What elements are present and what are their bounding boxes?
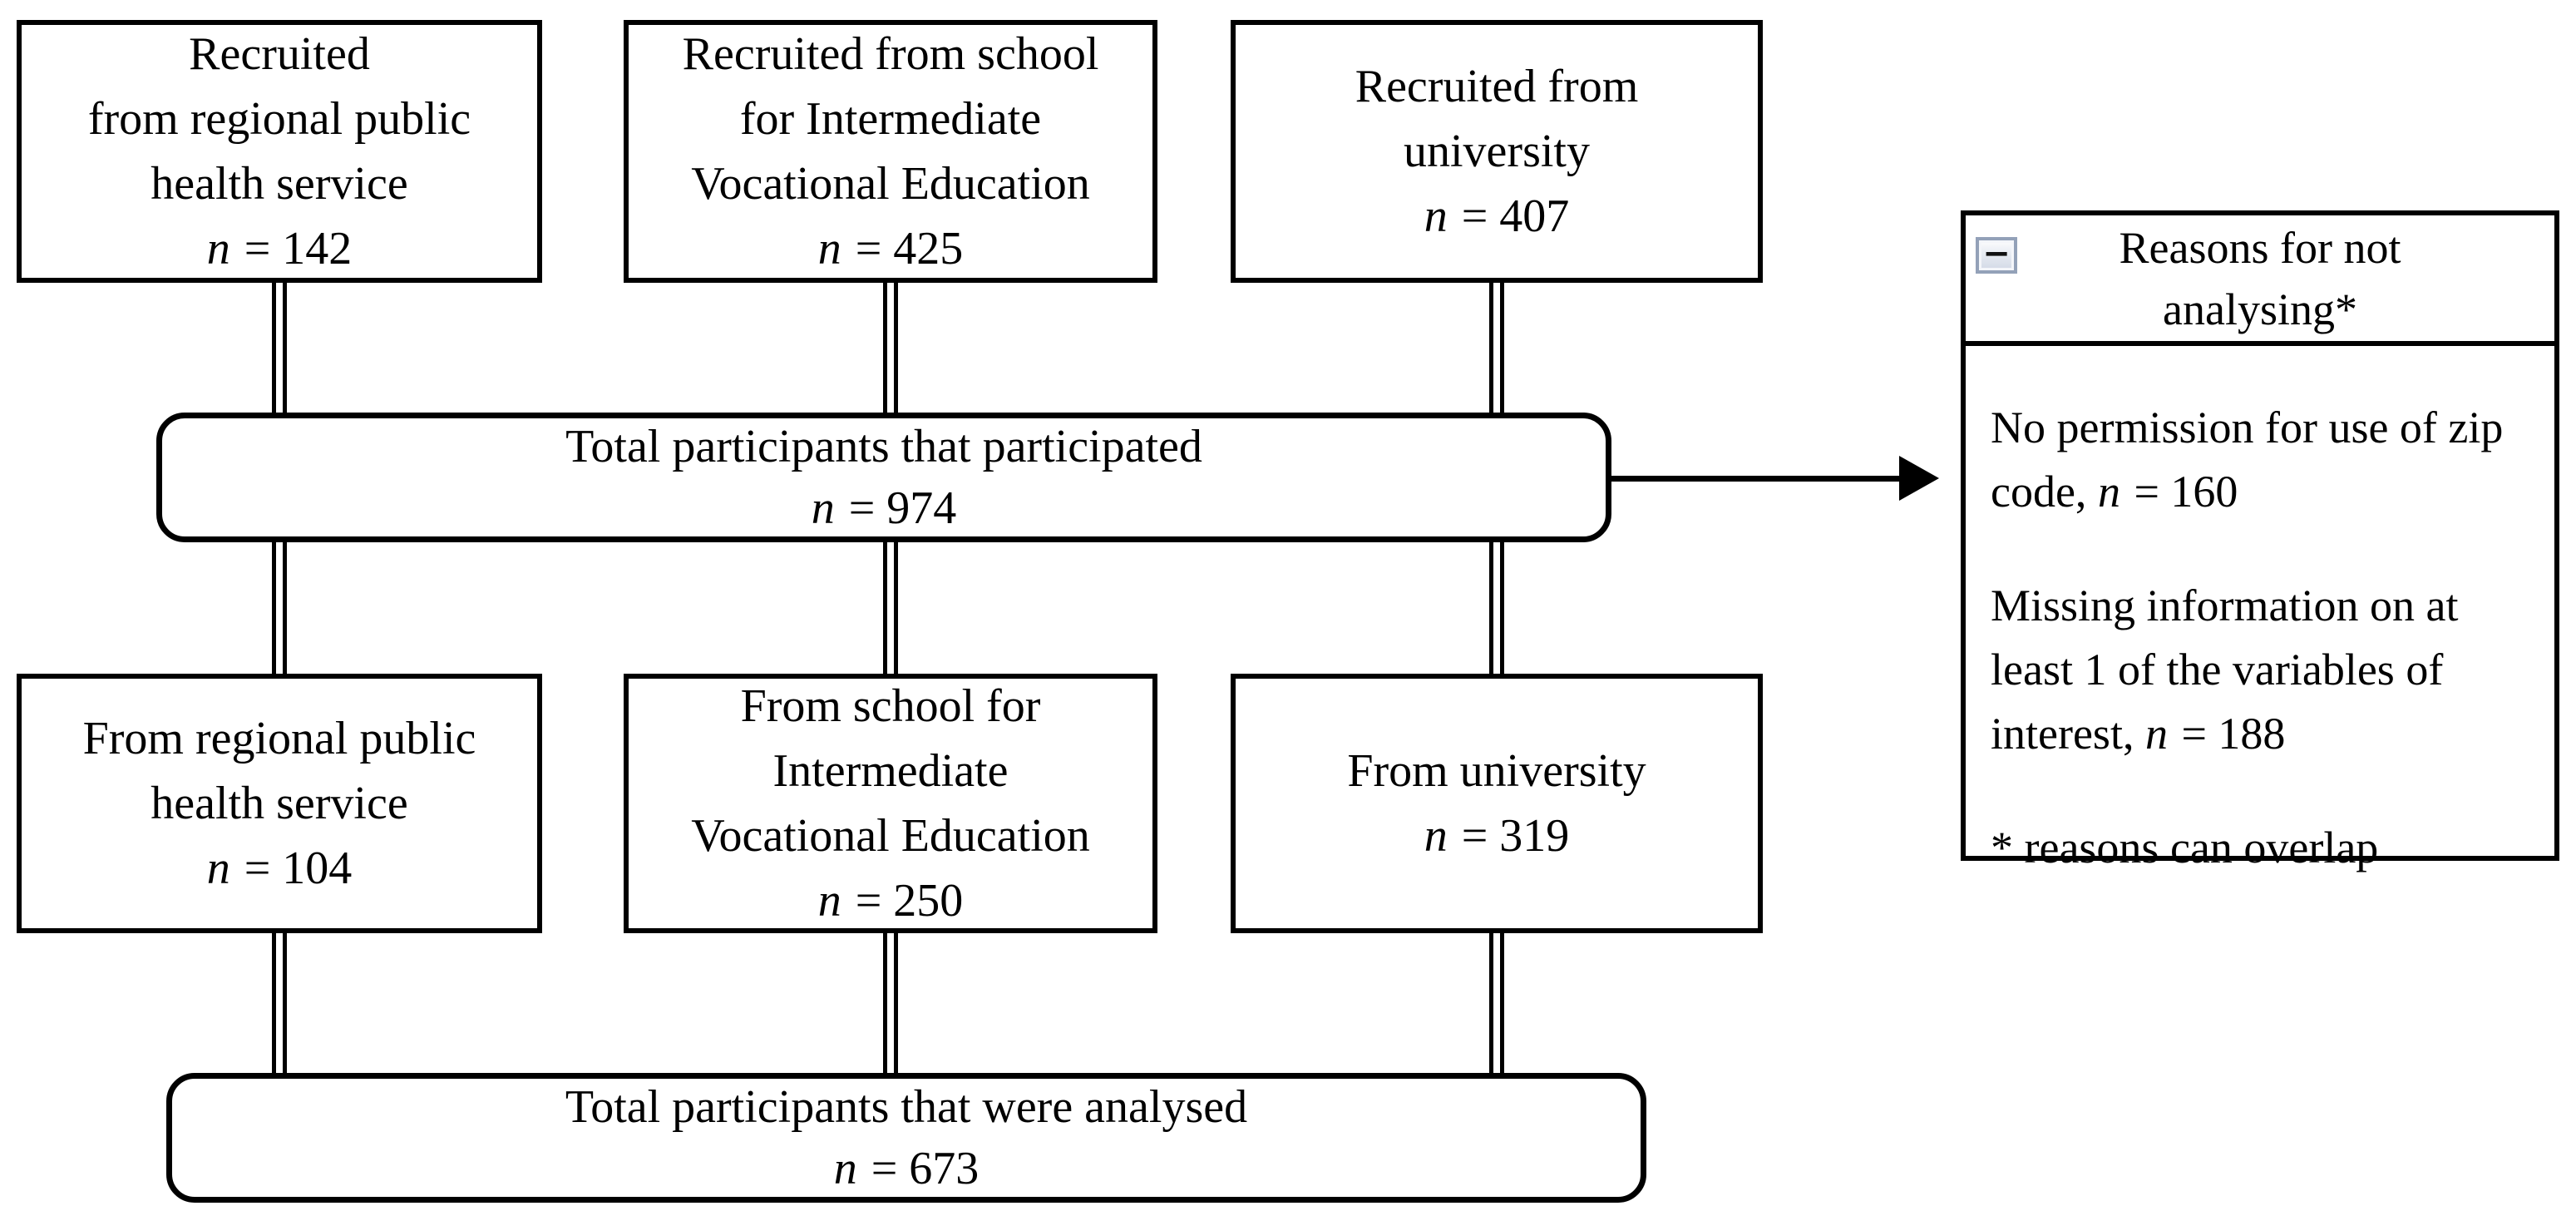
reasons-title: Reasons for not analysing* <box>2119 222 2401 334</box>
count-line: n = 425 <box>818 216 964 281</box>
connector-col2-seg3 <box>883 930 898 1078</box>
n-value: = 160 <box>2122 467 2238 517</box>
count-line: n = 250 <box>818 868 964 933</box>
n-symbol: n <box>811 482 835 534</box>
minus-glyph: − <box>1982 235 2011 273</box>
count-line: n = 407 <box>1424 184 1570 249</box>
text-line: Total participants that were analysed <box>565 1081 1248 1133</box>
box-text: From university <box>1347 739 1646 803</box>
box-recruited-university: Recruited from university n = 407 <box>1231 20 1763 283</box>
text-line: for Intermediate <box>739 93 1042 145</box>
text-line: Intermediate <box>772 745 1009 797</box>
reasons-header: − Reasons for not analysing* <box>1966 215 2554 346</box>
connector-col2-seg2 <box>883 539 898 679</box>
box-text: Total participants that were analysed <box>565 1076 1247 1138</box>
box-from-university: From university n = 319 <box>1231 674 1763 933</box>
box-text: Total participants that participated <box>565 416 1202 477</box>
n-symbol: n <box>817 875 841 927</box>
n-value: = 673 <box>859 1143 980 1194</box>
n-symbol: n <box>1424 190 1448 242</box>
box-from-regional-public-health: From regional public health service n = 1… <box>17 674 542 933</box>
connector-col3-seg3 <box>1489 930 1504 1078</box>
count-line: n = 104 <box>207 836 353 901</box>
n-value: = 407 <box>1449 190 1570 242</box>
box-text: Recruited from regional public health serv… <box>88 22 471 216</box>
text-line: health service <box>151 778 408 829</box>
arrow-head-icon <box>1899 456 1939 501</box>
text-line: Recruited from school <box>682 28 1099 80</box>
n-value: = 250 <box>843 875 964 927</box>
box-total-analysed: Total participants that were analysed n … <box>166 1073 1646 1203</box>
box-total-participated: Total participants that participated n =… <box>156 413 1611 542</box>
count-line: n = 142 <box>207 216 353 281</box>
connector-col1-seg1 <box>272 278 287 418</box>
text-line: Recruited from <box>1355 61 1639 112</box>
text-line: from regional public <box>87 93 471 145</box>
reasons-box: − Reasons for not analysing* No permissi… <box>1961 210 2559 872</box>
connector-col1-seg3 <box>272 930 287 1078</box>
connector-col3-seg2 <box>1489 539 1504 679</box>
n-symbol: n <box>2144 709 2168 759</box>
n-symbol: n <box>206 843 230 894</box>
n-value: = 104 <box>232 843 353 894</box>
reason-text: Missing information on at least 1 of the… <box>1991 581 2459 759</box>
text-line: From university <box>1347 745 1646 797</box>
n-value: = 142 <box>232 223 353 274</box>
n-value: = 319 <box>1449 810 1570 862</box>
box-text: Recruited from university <box>1355 54 1639 184</box>
reasons-footnote: * reasons can overlap <box>1991 823 2379 872</box>
box-text: From regional public health service <box>83 706 476 836</box>
n-symbol: n <box>817 223 841 274</box>
arrow-line <box>1608 476 1906 482</box>
n-symbol: n <box>206 223 230 274</box>
reason-text: No permission for use of zip code, <box>1991 403 2504 517</box>
n-symbol: n <box>2097 467 2120 517</box>
box-recruited-regional-public-health: Recruited from regional public health serv… <box>17 20 542 283</box>
count-line: n = 673 <box>834 1138 980 1199</box>
text-line: Vocational Education <box>691 158 1090 210</box>
count-line: n = 974 <box>812 477 957 539</box>
reason-item: No permission for use of zip code, n = 1… <box>1991 396 2533 524</box>
text-line: university <box>1404 126 1590 177</box>
reason-item: Missing information on at least 1 of the… <box>1991 574 2533 766</box>
n-symbol: n <box>1424 810 1448 862</box>
n-value: = 974 <box>836 482 957 534</box>
text-line: Total participants that participated <box>565 421 1202 472</box>
text-line: From regional public <box>82 713 476 764</box>
count-line: n = 319 <box>1424 803 1570 868</box>
connector-col3-seg1 <box>1489 278 1504 418</box>
text-line: From school for <box>740 680 1041 732</box>
connector-col1-seg2 <box>272 539 287 679</box>
text-line: Vocational Education <box>691 810 1090 862</box>
connector-col2-seg1 <box>883 278 898 418</box>
text-line: health service <box>151 158 408 210</box>
n-symbol: n <box>833 1143 857 1194</box>
n-value: = 188 <box>2169 709 2286 759</box>
n-value: = 425 <box>843 223 964 274</box>
collapse-minus-icon[interactable]: − <box>1976 237 2017 274</box>
text-line: Recruited <box>189 28 370 80</box>
reasons-body: No permission for use of zip code, n = 1… <box>1966 346 2554 880</box>
